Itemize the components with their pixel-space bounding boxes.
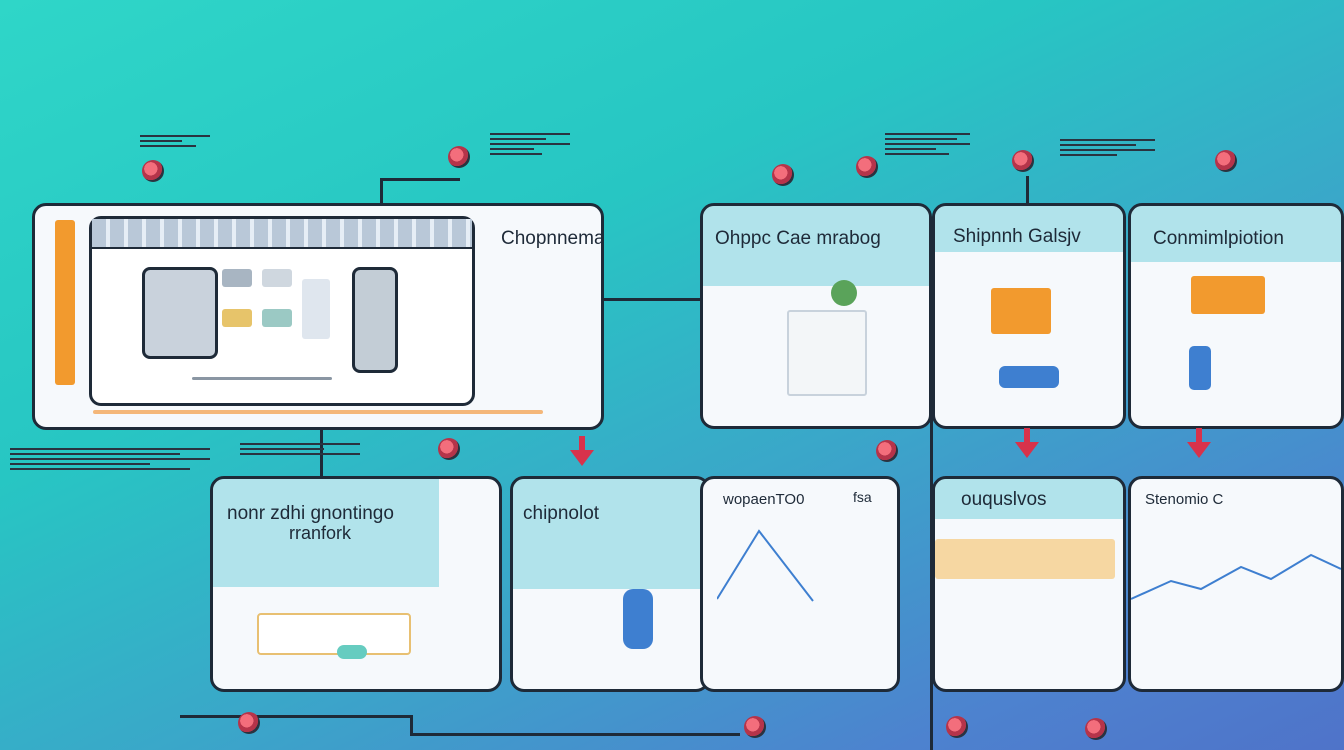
annotation-note — [885, 130, 970, 158]
blue-cylinder — [1189, 346, 1211, 390]
ui-tile — [302, 279, 330, 339]
screen-illustration — [787, 310, 867, 396]
panel-step-2: Ohppc Cae mrabog — [700, 203, 932, 429]
annotation-note — [490, 130, 570, 158]
pin-icon — [856, 156, 878, 178]
panel-step-7: wopaenTO0 fsa — [700, 476, 900, 692]
pin-icon — [1085, 718, 1107, 740]
connector-line — [410, 733, 740, 736]
arrow-down-icon — [1196, 428, 1202, 442]
pin-icon — [946, 716, 968, 738]
panel-title: Stenomio C — [1145, 491, 1224, 508]
arrow-down-icon — [570, 450, 594, 466]
pin-icon — [1215, 150, 1237, 172]
connector-line — [180, 715, 410, 718]
trend-line — [1131, 553, 1341, 600]
progress-strip — [93, 410, 543, 414]
pin-icon — [1012, 150, 1034, 172]
panel-header — [935, 479, 1123, 519]
teal-blob — [337, 645, 367, 659]
panel-header — [1131, 206, 1341, 262]
panel-step-1: Chopnnemar — [32, 203, 604, 430]
device-screen — [89, 216, 475, 406]
ui-tile — [262, 269, 292, 287]
connector-line — [930, 230, 933, 750]
connector-line — [1026, 176, 1029, 204]
panel-step-6: chipnolot — [510, 476, 710, 692]
panel-header — [935, 206, 1123, 252]
pin-icon — [448, 146, 470, 168]
connector-line — [380, 178, 460, 181]
connector-line — [600, 298, 700, 301]
panel-step-5: nonr zdhi gnontingo rranfork — [210, 476, 502, 692]
panel-step-9: Stenomio C — [1128, 476, 1344, 692]
annotation-note — [240, 440, 360, 458]
panel-title: Ohppc Cae mrabog — [715, 228, 881, 249]
arrow-down-icon — [1024, 428, 1030, 442]
panel-title: nonr zdhi gnontingo — [227, 503, 394, 524]
machine-box — [142, 267, 218, 359]
orange-box — [991, 288, 1051, 334]
scalloped-header — [92, 219, 472, 249]
robot-arm — [623, 589, 653, 649]
line-sketch — [717, 529, 814, 602]
blue-base — [999, 366, 1059, 388]
panel-header — [513, 479, 707, 589]
orange-box — [1191, 276, 1265, 314]
arrow-down-icon — [579, 436, 585, 450]
panel-title: ouquslvos — [961, 489, 1047, 510]
panel-title: Conmimlpiotion — [1153, 228, 1284, 249]
pin-icon — [772, 164, 794, 186]
panel-step-3: Shipnnh Galsjv — [932, 203, 1126, 429]
panel-step-4: Conmimlpiotion — [1128, 203, 1344, 429]
connector-line — [410, 715, 413, 735]
gear-icon — [831, 280, 857, 306]
pin-icon — [744, 716, 766, 738]
pin-icon — [238, 712, 260, 734]
panel-title: wopaenTO0 — [723, 491, 805, 508]
orange-wave — [935, 539, 1115, 579]
arrow-down-icon — [1015, 442, 1039, 458]
orange-bar — [55, 220, 75, 385]
connector-line — [380, 178, 383, 204]
panel-subtitle: rranfork — [289, 523, 352, 543]
annotation-note — [10, 445, 210, 473]
annotation-note — [1060, 136, 1155, 159]
ui-tile — [222, 309, 252, 327]
ui-line — [192, 377, 332, 380]
pin-icon — [438, 438, 460, 460]
annotation-note — [140, 132, 210, 150]
panel-header — [703, 206, 929, 286]
pin-icon — [142, 160, 164, 182]
panel-title: Chopnnemar — [501, 228, 604, 249]
tray-illustration — [257, 613, 411, 655]
panel-header — [213, 479, 439, 587]
panel-step-8: ouquslvos — [932, 476, 1126, 692]
ui-tile — [262, 309, 292, 327]
pump-device — [352, 267, 398, 373]
panel-title: Shipnnh Galsjv — [953, 226, 1081, 247]
pin-icon — [876, 440, 898, 462]
ui-tile — [222, 269, 252, 287]
arrow-down-icon — [1187, 442, 1211, 458]
panel-title: chipnolot — [523, 503, 600, 524]
panel-extra-label: fsa — [853, 489, 872, 505]
